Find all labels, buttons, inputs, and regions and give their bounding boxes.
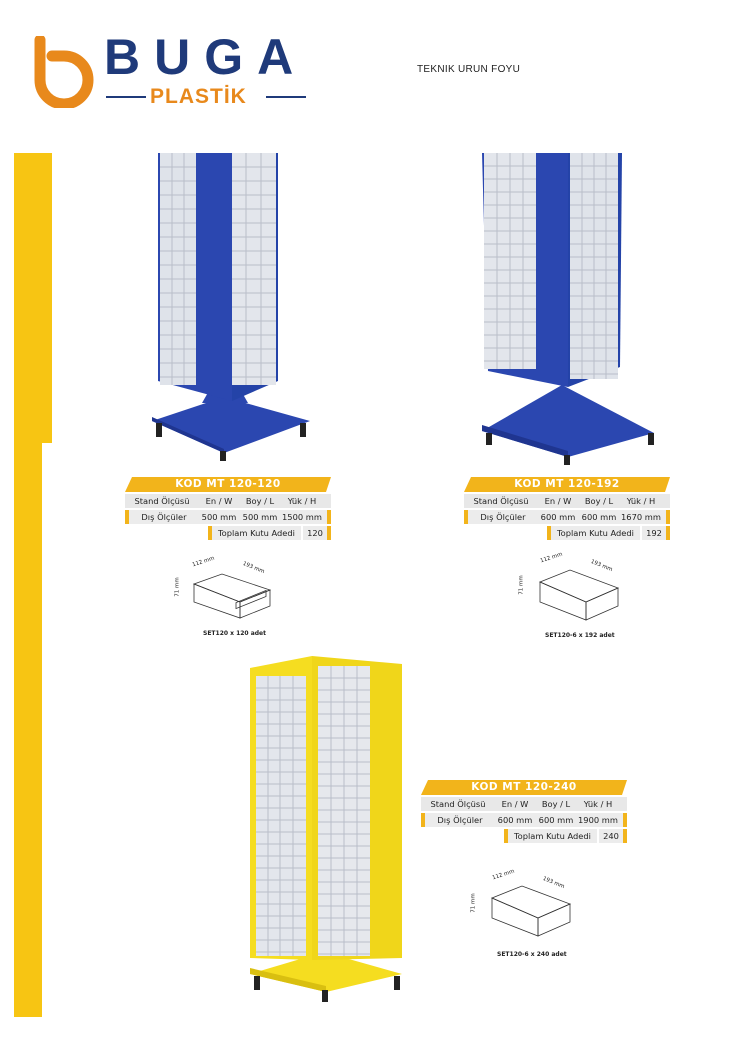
col-height: Yük / H: [287, 496, 317, 506]
box-depth-label: 112 mm: [539, 551, 564, 565]
box-caption: SET120-6 x 192 adet: [545, 632, 615, 639]
col-height: Yük / H: [583, 799, 613, 809]
col-length: Boy / L: [541, 799, 571, 809]
spec-values-row: Dış Ölçüler 600 mm 600 mm 1670 mm: [464, 510, 670, 524]
value-length: 600 mm: [538, 815, 574, 825]
box-height-label: 71 mm: [174, 577, 181, 597]
stand-mt-120-240-image: [250, 656, 402, 1002]
total-value: 120: [303, 526, 331, 540]
box-depth-label: 112 mm: [491, 868, 516, 882]
spec-values-row: Dış Ölçüler 600 mm 600 mm 1900 mm: [421, 813, 627, 827]
value-length: 600 mm: [581, 512, 617, 522]
value-width: 600 mm: [540, 512, 576, 522]
brand-subtitle: PLASTİK: [106, 84, 306, 110]
total-value: 240: [599, 829, 627, 843]
buga-b-logo-icon: [34, 36, 94, 108]
value-height: 1670 mm: [621, 512, 661, 522]
box-caption: SET120-6 x 240 adet: [497, 951, 567, 958]
col-stand: Stand Ölçüsü: [430, 799, 486, 809]
spec-header-row: Stand Ölçüsü En / W Boy / L Yük / H: [421, 797, 627, 811]
total-label: Toplam Kutu Adedi: [546, 526, 640, 540]
total-label: Toplam Kutu Adedi: [503, 829, 597, 843]
spec-table-120-240: KOD MT 120-240 Stand Ölçüsü En / W Boy /…: [421, 780, 627, 843]
spec-header-row: Stand Ölçüsü En / W Boy / L Yük / H: [464, 494, 670, 508]
col-length: Boy / L: [245, 496, 275, 506]
box-depth-label: 112 mm: [191, 555, 216, 569]
spec-values-row: Dış Ölçüler 500 mm 500 mm 1500 mm: [125, 510, 331, 524]
brand-name: BUGA: [104, 29, 308, 85]
col-height: Yük / H: [626, 496, 656, 506]
box-height-label: 71 mm: [518, 575, 525, 595]
col-length: Boy / L: [584, 496, 614, 506]
col-stand: Stand Ölçüsü: [473, 496, 529, 506]
value-height: 1500 mm: [282, 512, 322, 522]
box-caption: SET120 x 120 adet: [203, 630, 266, 637]
drawer-box-drawing-120-192: [538, 569, 620, 621]
spec-table-120-192: KOD MT 120-192 Stand Ölçüsü En / W Boy /…: [464, 477, 670, 540]
stand-mt-120-120-image: [152, 153, 310, 461]
spec-total-row: Toplam Kutu Adedi 240: [421, 829, 627, 843]
outer-label: Dış Ölçüler: [437, 815, 483, 825]
doc-title: TEKNIK URUN FOYU: [417, 64, 521, 75]
spec-total-row: Toplam Kutu Adedi 192: [464, 526, 670, 540]
col-width: En / W: [544, 496, 572, 506]
value-length: 500 mm: [242, 512, 278, 522]
value-width: 600 mm: [497, 815, 533, 825]
product-code: KOD MT 120-240: [421, 780, 627, 795]
col-width: En / W: [205, 496, 233, 506]
total-value: 192: [642, 526, 670, 540]
value-height: 1900 mm: [578, 815, 618, 825]
col-width: En / W: [501, 799, 529, 809]
total-label: Toplam Kutu Adedi: [207, 526, 301, 540]
product-code: KOD MT 120-192: [464, 477, 670, 492]
spec-header-row: Stand Ölçüsü En / W Boy / L Yük / H: [125, 494, 331, 508]
outer-label: Dış Ölçüler: [141, 512, 187, 522]
stand-mt-120-192-image: [482, 153, 654, 465]
col-stand: Stand Ölçüsü: [134, 496, 190, 506]
drawer-box-drawing-120-240: [490, 885, 572, 937]
outer-label: Dış Ölçüler: [480, 512, 526, 522]
spec-total-row: Toplam Kutu Adedi 120: [125, 526, 331, 540]
drawer-box-drawing-120-120: [192, 573, 272, 619]
product-code: KOD MT 120-120: [125, 477, 331, 492]
brand-sub-text: PLASTİK: [150, 85, 247, 108]
box-height-label: 71 mm: [470, 893, 477, 913]
value-width: 500 mm: [201, 512, 237, 522]
spec-table-120-120: KOD MT 120-120 Stand Ölçüsü En / W Boy /…: [125, 477, 331, 540]
side-accent-strip: [14, 153, 52, 1017]
